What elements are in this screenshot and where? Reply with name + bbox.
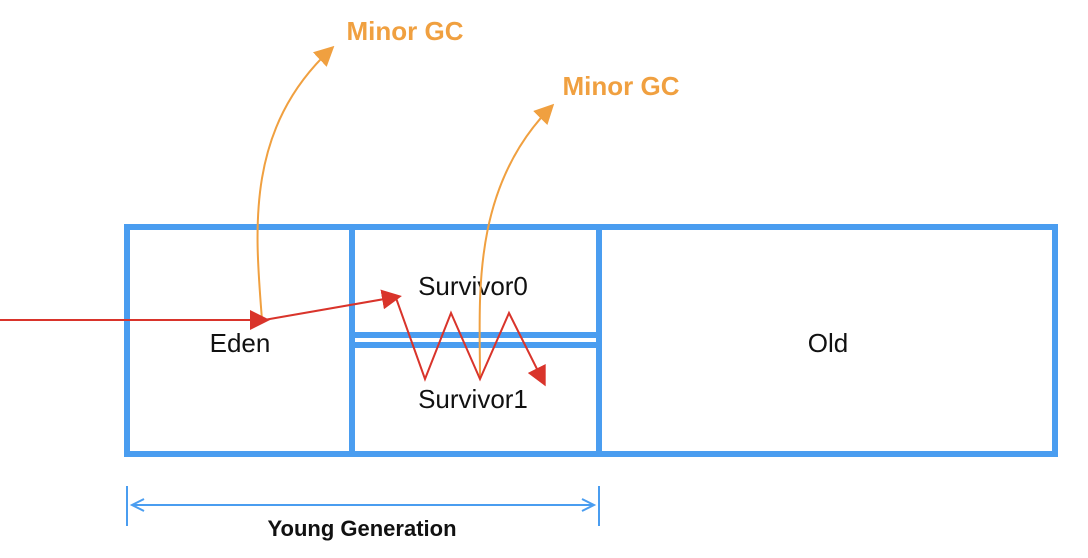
minor-gc-label-1: Minor GC xyxy=(347,16,464,46)
survivor1-label: Survivor1 xyxy=(418,384,528,414)
young-generation-label: Young Generation xyxy=(267,516,456,541)
heap-outer-box xyxy=(124,224,1058,457)
survivor-zigzag-arrow xyxy=(395,297,546,387)
span-left-arrowhead xyxy=(129,498,145,512)
eden-to-survivor0-arrow xyxy=(263,289,402,321)
minor-gc-arrow-survivor xyxy=(478,103,555,379)
minor-gc-arrow-eden xyxy=(256,45,335,321)
survivor0-label: Survivor0 xyxy=(418,271,528,301)
young-generation-span xyxy=(126,486,600,526)
eden-label: Eden xyxy=(210,328,271,358)
span-right-arrowhead xyxy=(581,498,597,512)
minor-gc-label-2: Minor GC xyxy=(563,71,680,101)
heap-boxes xyxy=(124,224,1058,457)
old-label: Old xyxy=(808,328,848,358)
